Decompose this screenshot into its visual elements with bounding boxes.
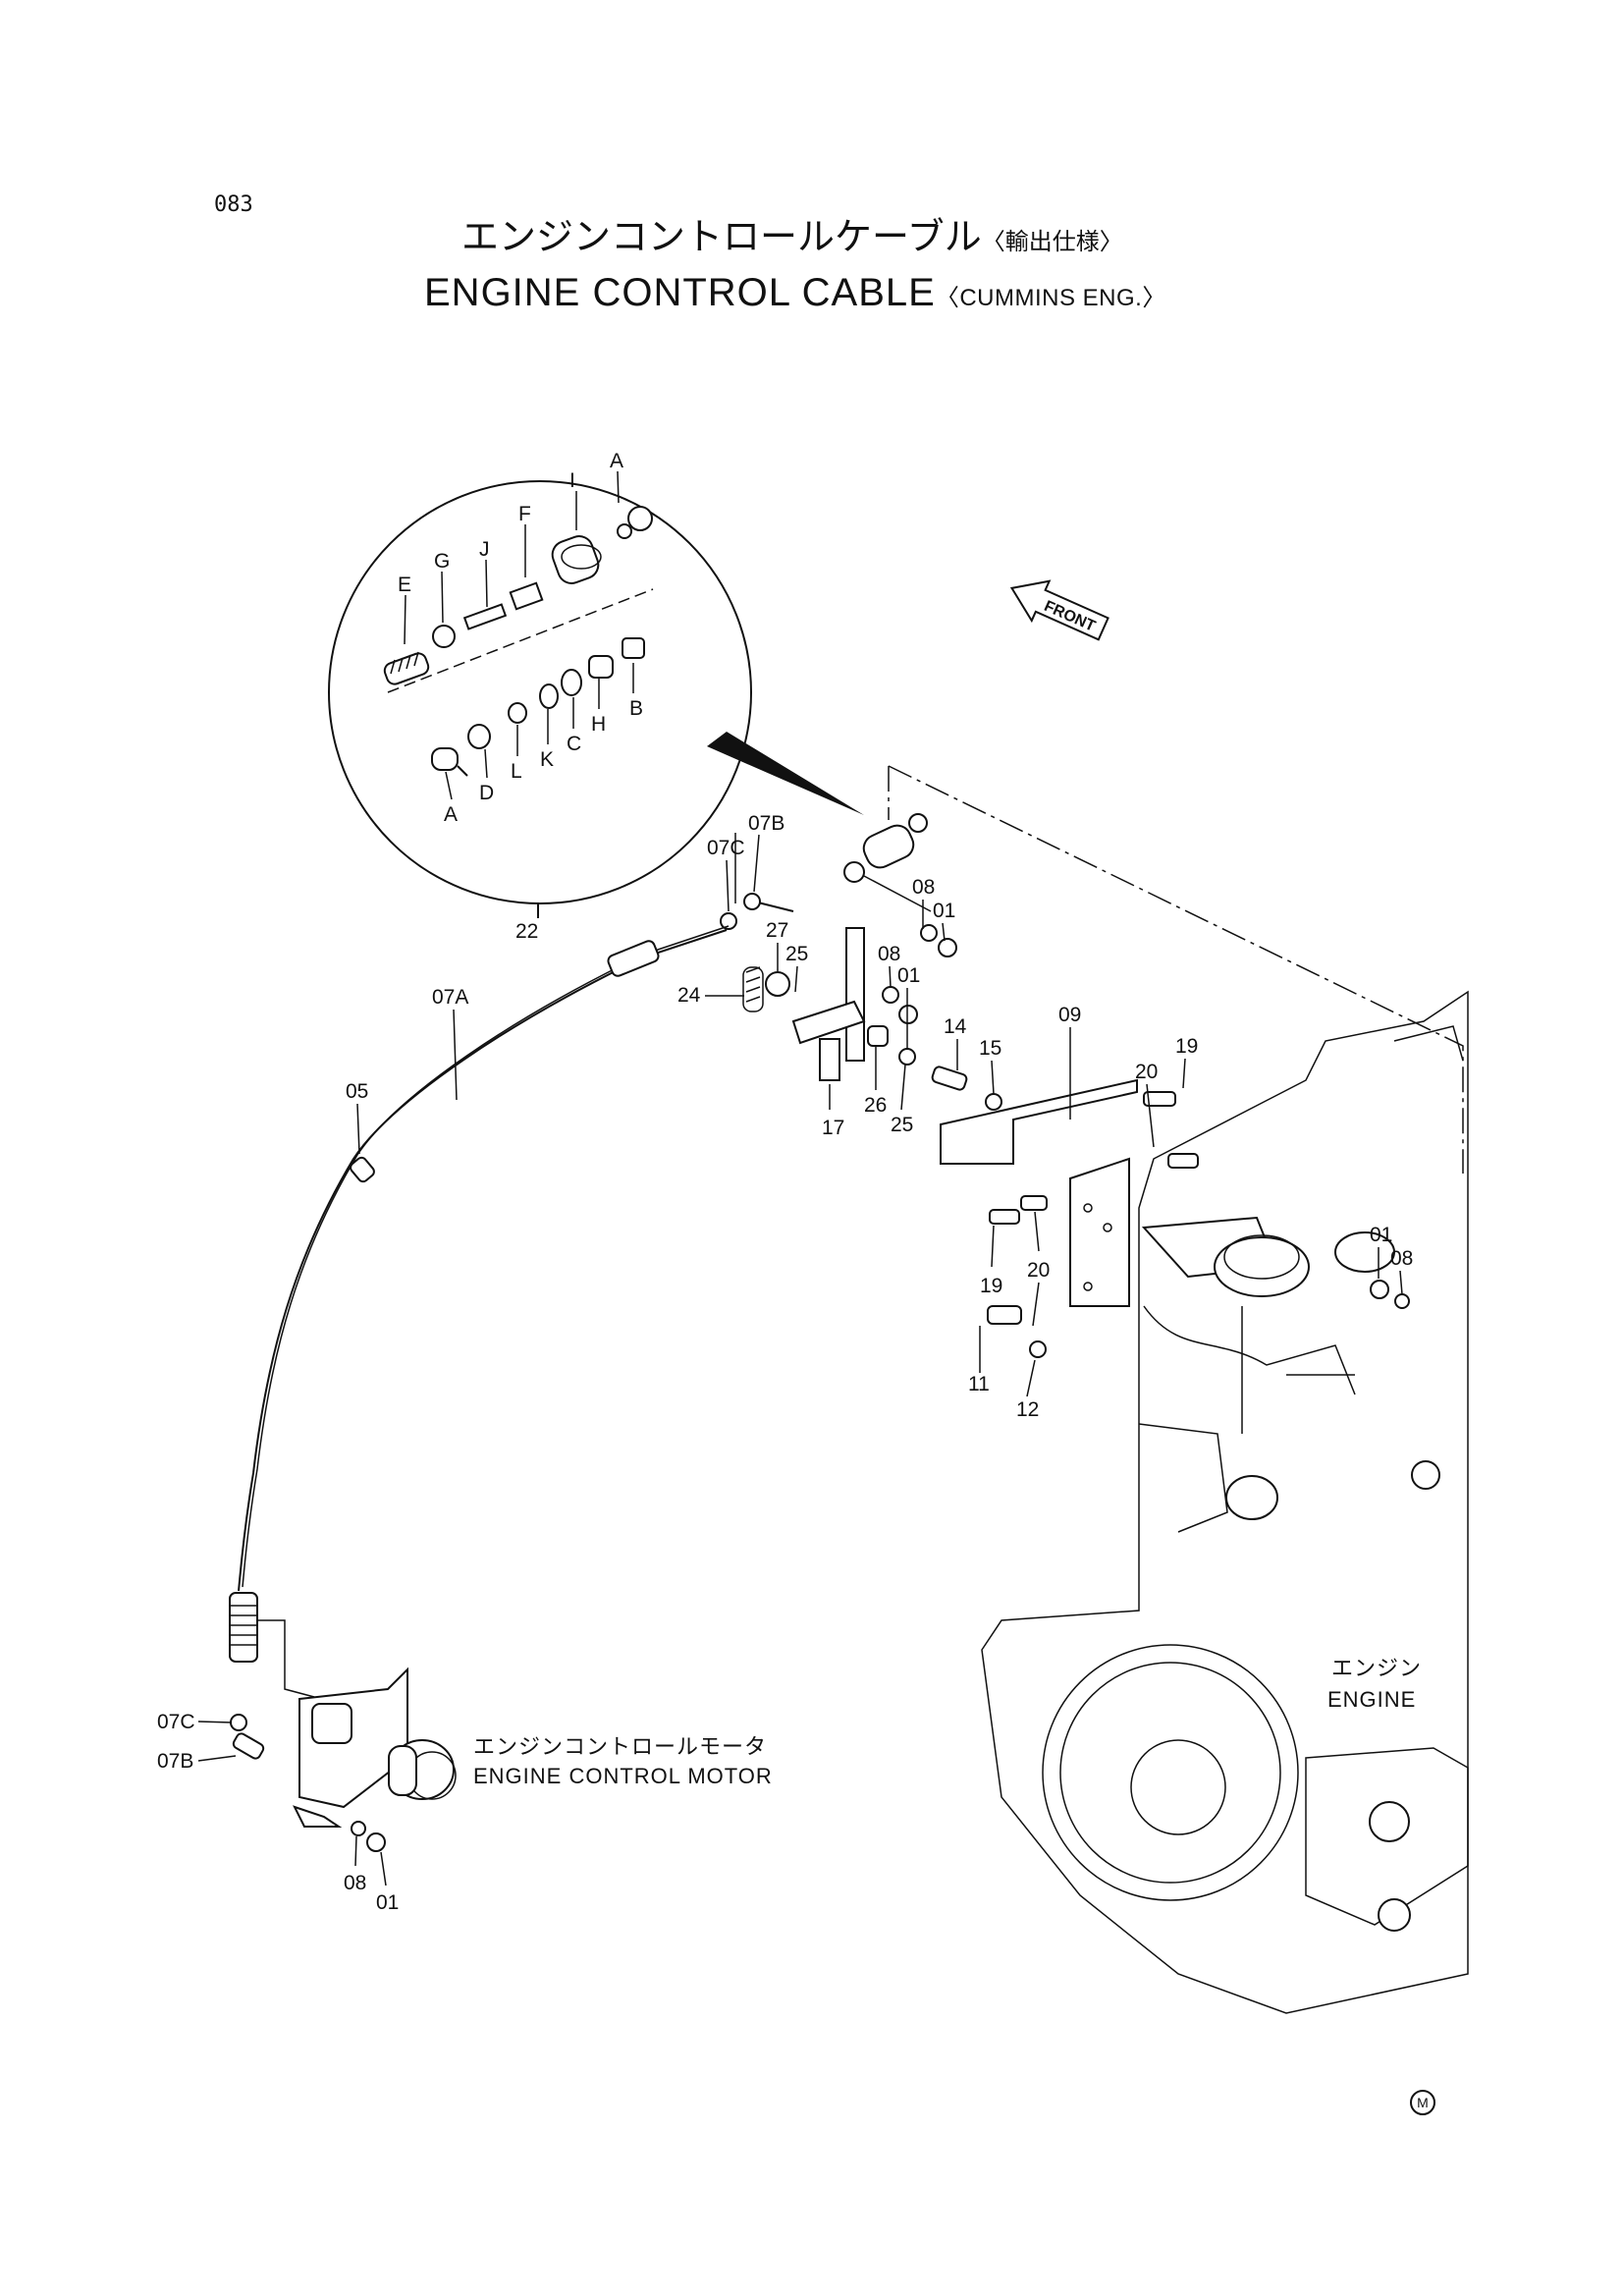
part-label-07c-b: 07C (157, 1711, 195, 1733)
part-label-27: 27 (766, 919, 788, 942)
spring-e (383, 651, 430, 685)
part-label-07a: 07A (432, 986, 468, 1009)
detail-label-c: C (567, 733, 581, 755)
part-label-25: 25 (785, 943, 808, 965)
title-english: ENGINE CONTROL CABLE〈CUMMINS ENG.〉 (424, 273, 1166, 312)
part-label-19-b: 19 (980, 1275, 1002, 1297)
detail-label-l: L (511, 760, 522, 783)
part-label-01-c: 01 (1370, 1224, 1392, 1246)
motor-caption-jp: エンジンコントロールモータ (473, 1734, 767, 1759)
detail-label-g: G (434, 550, 450, 573)
title-jp-suffix: 〈輸出仕様〉 (981, 228, 1123, 255)
detail-circle (328, 480, 864, 918)
title-en-main: ENGINE CONTROL CABLE (424, 271, 936, 314)
engine-caption-en: ENGINE (1327, 1687, 1416, 1712)
title-japanese: エンジンコントロールケーブル〈輸出仕様〉 (461, 218, 1123, 255)
engine-outline-dashes (888, 765, 1464, 1174)
corner-mark: M (1417, 2095, 1429, 2110)
detail-label-e: E (398, 574, 411, 596)
detail-label-h: H (591, 713, 606, 736)
part-labels: 22 07B 07C 27 25 24 08 01 08 01 14 15 09… (157, 812, 1413, 1914)
part-label-08-a: 08 (912, 876, 935, 899)
part-label-14: 14 (944, 1015, 967, 1038)
part-label-01-a: 01 (933, 900, 955, 922)
front-arrow-icon: FRONT (1009, 579, 1109, 641)
detail-label-b: B (629, 697, 643, 720)
part-label-01-b: 01 (897, 964, 920, 987)
detail-label-f: F (518, 503, 531, 525)
part-label-20-a: 20 (1135, 1061, 1158, 1083)
part-label-20-b: 20 (1027, 1259, 1050, 1282)
part-label-17: 17 (822, 1117, 844, 1139)
engine-block (981, 990, 1469, 2014)
motor-caption-en: ENGINE CONTROL MOTOR (473, 1764, 773, 1788)
part-label-26: 26 (864, 1094, 887, 1117)
part-label-22: 22 (515, 920, 538, 943)
part-label-07b: 07B (748, 812, 784, 835)
part-label-01-d: 01 (376, 1891, 399, 1914)
part-label-08-c: 08 (1390, 1247, 1413, 1270)
detail-label-d: D (479, 782, 494, 804)
detail-label-i: I (569, 469, 575, 492)
part-label-15: 15 (979, 1037, 1001, 1060)
detail-labels: A I F J G E B H C K L D A (398, 450, 643, 826)
part-label-25-b: 25 (891, 1114, 913, 1136)
part-label-12: 12 (1016, 1398, 1039, 1421)
detail-label-a-bottom: A (444, 803, 458, 826)
part-label-08-d: 08 (344, 1872, 366, 1894)
title-jp-main: エンジンコントロールケーブル (461, 215, 982, 258)
part-label-19-a: 19 (1175, 1035, 1198, 1058)
part-label-24: 24 (677, 984, 701, 1007)
part-label-07b-b: 07B (157, 1750, 193, 1773)
detail-label-k: K (540, 748, 554, 771)
detail-label-a-top: A (610, 450, 623, 472)
engine-caption-jp: エンジン (1331, 1656, 1422, 1680)
part-label-11: 11 (968, 1373, 990, 1395)
circled-m-icon: M (1410, 2090, 1435, 2115)
control-cable (229, 925, 730, 1663)
detail-label-j: J (479, 538, 490, 561)
engine-control-motor (230, 1619, 457, 1852)
captions: エンジンコントロールモータ ENGINE CONTROL MOTOR エンジン … (473, 1656, 1422, 1788)
part-label-09: 09 (1058, 1004, 1081, 1026)
part-label-08-b: 08 (878, 943, 900, 965)
title-en-suffix: 〈CUMMINS ENG.〉 (935, 285, 1166, 311)
linkage-assembly (720, 813, 1199, 1358)
part-label-07c: 07C (707, 837, 745, 859)
part-label-05: 05 (346, 1080, 368, 1103)
page-number: 083 (214, 192, 253, 217)
